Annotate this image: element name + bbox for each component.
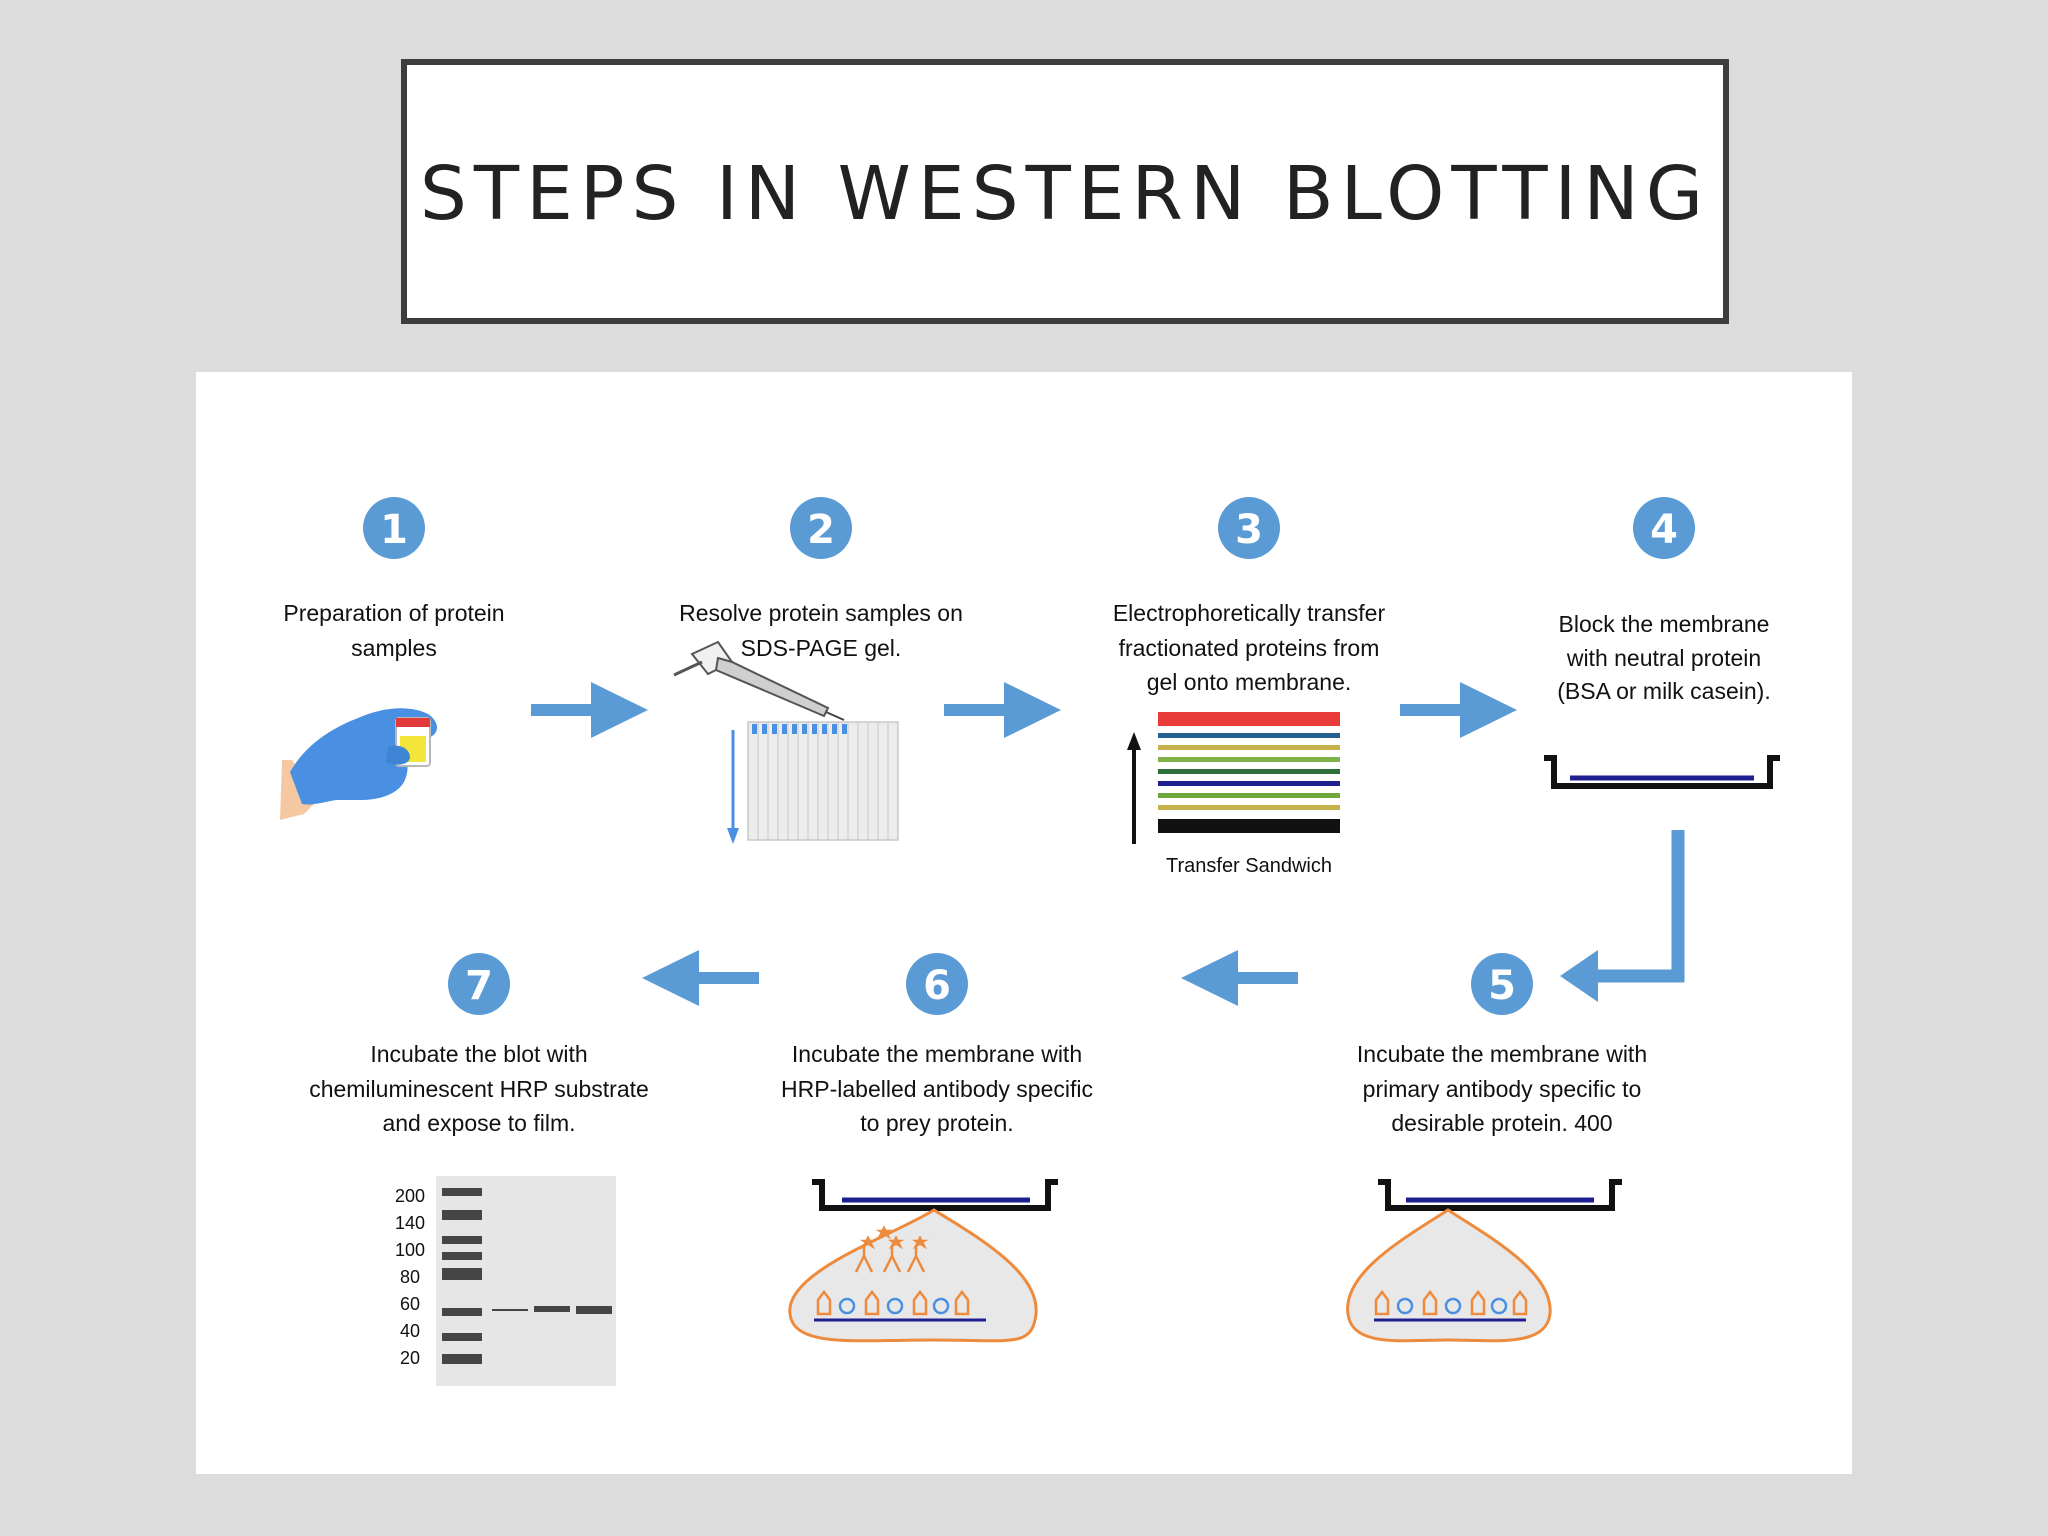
svg-text:3: 3	[1235, 507, 1263, 553]
svg-text:6: 6	[923, 963, 951, 1009]
arrow-5-to-6	[1181, 950, 1298, 1006]
svg-text:1: 1	[380, 507, 408, 553]
migration-arrow	[727, 730, 739, 844]
hrp-antibody-cluster	[854, 1225, 929, 1273]
step-2-badge: 2	[790, 497, 852, 559]
step-1-badge: 1	[363, 497, 425, 559]
primary-antibody-tray	[1346, 1179, 1622, 1343]
step-2-caption: Resolve protein samples on SDS-PAGE gel.	[679, 600, 963, 661]
svg-text:140: 140	[395, 1213, 425, 1233]
svg-text:primary antibody specific to: primary antibody specific to	[1363, 1076, 1642, 1102]
svg-text:HRP-labelled antibody specific: HRP-labelled antibody specific	[781, 1076, 1093, 1102]
svg-text:Preparation of protein: Preparation of protein	[283, 600, 504, 626]
svg-text:40: 40	[400, 1321, 420, 1341]
svg-text:200: 200	[395, 1186, 425, 1206]
step-3-caption: Electrophoretically transfer fractionate…	[1113, 600, 1386, 695]
blocking-tray	[1544, 755, 1780, 789]
svg-text:60: 60	[400, 1294, 420, 1314]
arrow-3-to-4	[1400, 682, 1517, 738]
arrow-1-to-2	[531, 682, 648, 738]
svg-text:Incubate the membrane with: Incubate the membrane with	[792, 1041, 1082, 1067]
transfer-direction-arrow	[1127, 732, 1141, 844]
svg-text:chemiluminescent HRP substrate: chemiluminescent HRP substrate	[309, 1076, 649, 1102]
svg-text:fractionated proteins from: fractionated proteins from	[1119, 635, 1380, 661]
molecular-weight-ladder: 200 140 100 80 60 40 20	[395, 1186, 425, 1368]
step-5-badge: 5	[1471, 953, 1533, 1015]
svg-text:and expose to film.: and expose to film.	[382, 1110, 575, 1136]
svg-text:Incubate the blot with: Incubate the blot with	[370, 1041, 587, 1067]
svg-text:Resolve protein samples on: Resolve protein samples on	[679, 600, 963, 626]
step-6-badge: 6	[906, 953, 968, 1015]
transfer-sandwich-label: Transfer Sandwich	[1166, 855, 1332, 877]
step-7-caption: Incubate the blot with chemiluminescent …	[309, 1041, 649, 1136]
svg-text:Block the membrane: Block the membrane	[1559, 611, 1770, 637]
sds-page-gel	[747, 721, 899, 841]
page-title: STEPS IN WESTERN BLOTTING	[419, 150, 1711, 237]
svg-text:Electrophoretically transfer: Electrophoretically transfer	[1113, 600, 1386, 626]
step-5-caption: Incubate the membrane with primary antib…	[1357, 1041, 1647, 1136]
gloved-hand-icon	[280, 708, 437, 820]
svg-text:to prey protein.: to prey protein.	[860, 1110, 1013, 1136]
pipette-icon	[673, 640, 845, 721]
diagram-panel: 1 2 3 4 5 6 7 Preparation of protein sam…	[196, 372, 1852, 1474]
arrow-2-to-3	[944, 682, 1061, 738]
svg-text:Incubate the membrane with: Incubate the membrane with	[1357, 1041, 1647, 1067]
svg-text:2: 2	[807, 507, 835, 553]
svg-text:(BSA or milk casein).: (BSA or milk casein).	[1557, 678, 1770, 704]
transfer-sandwich	[1158, 712, 1340, 833]
arrow-4-to-5	[1560, 830, 1685, 1002]
svg-text:samples: samples	[351, 635, 437, 661]
step-4-badge: 4	[1633, 497, 1695, 559]
svg-text:4: 4	[1650, 507, 1678, 553]
secondary-antibody-tray	[788, 1179, 1058, 1343]
svg-text:SDS-PAGE gel.: SDS-PAGE gel.	[741, 635, 902, 661]
svg-text:80: 80	[400, 1267, 420, 1287]
step-3-badge: 3	[1218, 497, 1280, 559]
svg-text:100: 100	[395, 1240, 425, 1260]
svg-text:desirable protein. 400: desirable protein. 400	[1391, 1110, 1612, 1136]
step-7-badge: 7	[448, 953, 510, 1015]
svg-text:7: 7	[465, 963, 493, 1009]
svg-text:gel onto membrane.: gel onto membrane.	[1147, 669, 1352, 695]
step-1-caption: Preparation of protein samples	[283, 600, 504, 661]
film-blot	[436, 1176, 616, 1386]
svg-text:5: 5	[1488, 963, 1516, 1009]
step-6-caption: Incubate the membrane with HRP-labelled …	[781, 1041, 1093, 1136]
arrow-6-to-7	[642, 950, 759, 1006]
svg-text:20: 20	[400, 1348, 420, 1368]
svg-text:with neutral protein: with neutral protein	[1566, 645, 1761, 671]
title-box: STEPS IN WESTERN BLOTTING	[401, 59, 1729, 324]
step-4-caption: Block the membrane with neutral protein …	[1557, 611, 1770, 704]
